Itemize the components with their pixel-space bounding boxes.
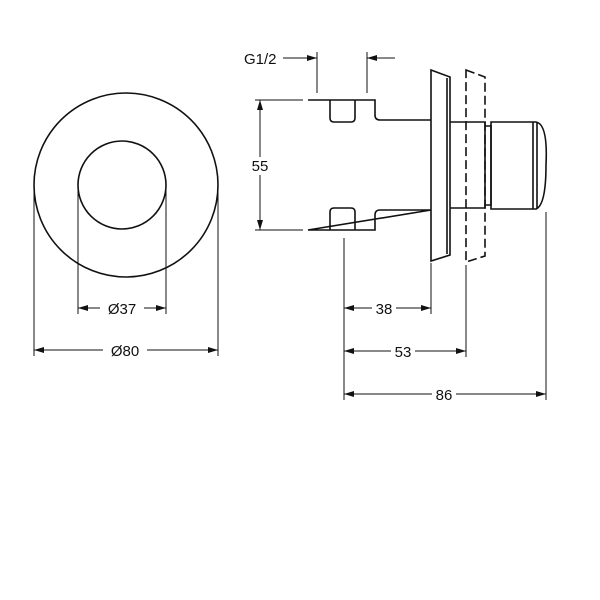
outer-rosette-circle xyxy=(33,92,219,278)
side-view: G1/2 55 38 53 86 xyxy=(244,51,548,404)
max-flange-depth-label: 53 xyxy=(395,344,412,361)
push-button-knob xyxy=(490,121,548,210)
height-label: 55 xyxy=(252,158,269,175)
inner-knob-circle xyxy=(77,140,167,230)
overall-depth-label: 86 xyxy=(436,387,453,404)
inner-diameter-label: Ø37 xyxy=(108,301,136,318)
flange-max-position-dashed xyxy=(465,68,486,264)
thread-label: G1/2 xyxy=(244,51,277,68)
body-flat-top xyxy=(329,100,356,123)
sleeve xyxy=(450,121,486,209)
flange-depth-label: 38 xyxy=(376,301,393,318)
outer-diameter-label: Ø80 xyxy=(111,343,139,360)
valve-body xyxy=(307,99,432,231)
wall-flange xyxy=(430,68,451,263)
body-flat-bottom xyxy=(329,207,356,230)
ring xyxy=(485,125,492,206)
front-view: Ø37 Ø80 xyxy=(33,92,219,360)
